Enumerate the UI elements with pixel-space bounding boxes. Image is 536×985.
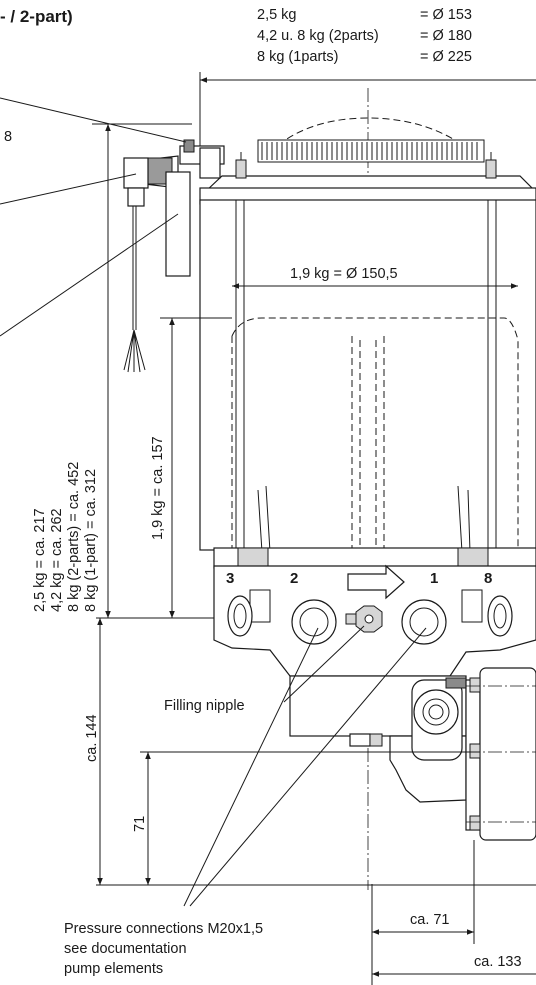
height-label: 8 kg (2-parts) = ca. 452 bbox=[66, 462, 82, 612]
lid-bolt-right bbox=[485, 152, 497, 179]
diameter-label: 4,2 u. 8 kg (2parts) bbox=[257, 28, 379, 44]
dimension-133-label: ca. 133 bbox=[474, 954, 522, 970]
diameter-label: 2,5 kg bbox=[257, 7, 297, 23]
title-fragment: - / 2-part) bbox=[0, 7, 73, 26]
inner-diameter-label: 1,9 kg = Ø 150,5 bbox=[290, 266, 398, 282]
pressure-note-line: Pressure connections M20x1,5 bbox=[64, 921, 263, 937]
direction-arrow-icon bbox=[347, 564, 405, 600]
filling-nipple bbox=[345, 605, 383, 633]
lid-bolt-left bbox=[235, 152, 247, 179]
port-number: 1 bbox=[430, 570, 438, 587]
diameter-value: = Ø 180 bbox=[420, 28, 472, 44]
pressure-note-line: see documentation bbox=[64, 941, 187, 957]
pressure-leader-line bbox=[183, 627, 319, 907]
height-labels: 2,5 kg = ca. 217 4,2 kg = ca. 262 8 kg (… bbox=[32, 462, 99, 612]
port-8 bbox=[487, 595, 513, 637]
diameter-label: 8 kg (1parts) bbox=[257, 49, 338, 65]
electrical-connector bbox=[123, 139, 225, 373]
height-label: 4,2 kg = ca. 262 bbox=[49, 508, 65, 612]
dimension-71-vertical-label: 71 bbox=[132, 816, 148, 832]
diameter-value: = Ø 225 bbox=[420, 49, 472, 65]
port-3 bbox=[227, 595, 253, 637]
port-number: 8 bbox=[484, 570, 492, 587]
diameter-value: = Ø 153 bbox=[420, 7, 472, 23]
dimension-71-horizontal-label: ca. 71 bbox=[410, 912, 450, 928]
leader-lines bbox=[0, 97, 187, 337]
height-label: 2,5 kg = ca. 217 bbox=[32, 508, 48, 612]
pressure-note-line: pump elements bbox=[64, 961, 163, 977]
pressure-leader-line bbox=[189, 627, 427, 907]
port-number: 2 bbox=[290, 570, 298, 587]
small-height-label: 1,9 kg = ca. 157 bbox=[150, 436, 166, 540]
diameter-table: 2,5 kg = Ø 153 4,2 u. 8 kg (2parts) = Ø … bbox=[257, 7, 472, 65]
port-1 bbox=[401, 599, 447, 645]
height-label: 8 kg (1-part) = ca. 312 bbox=[83, 469, 99, 612]
filling-nipple-label: Filling nipple bbox=[164, 698, 245, 714]
port-number: 3 bbox=[226, 570, 234, 587]
motor-assembly bbox=[289, 667, 536, 841]
filling-nipple-leader bbox=[283, 625, 365, 703]
dimension-144-label: ca. 144 bbox=[84, 714, 100, 762]
reservoir-body bbox=[199, 199, 536, 569]
edge-number: 8 bbox=[4, 129, 12, 145]
